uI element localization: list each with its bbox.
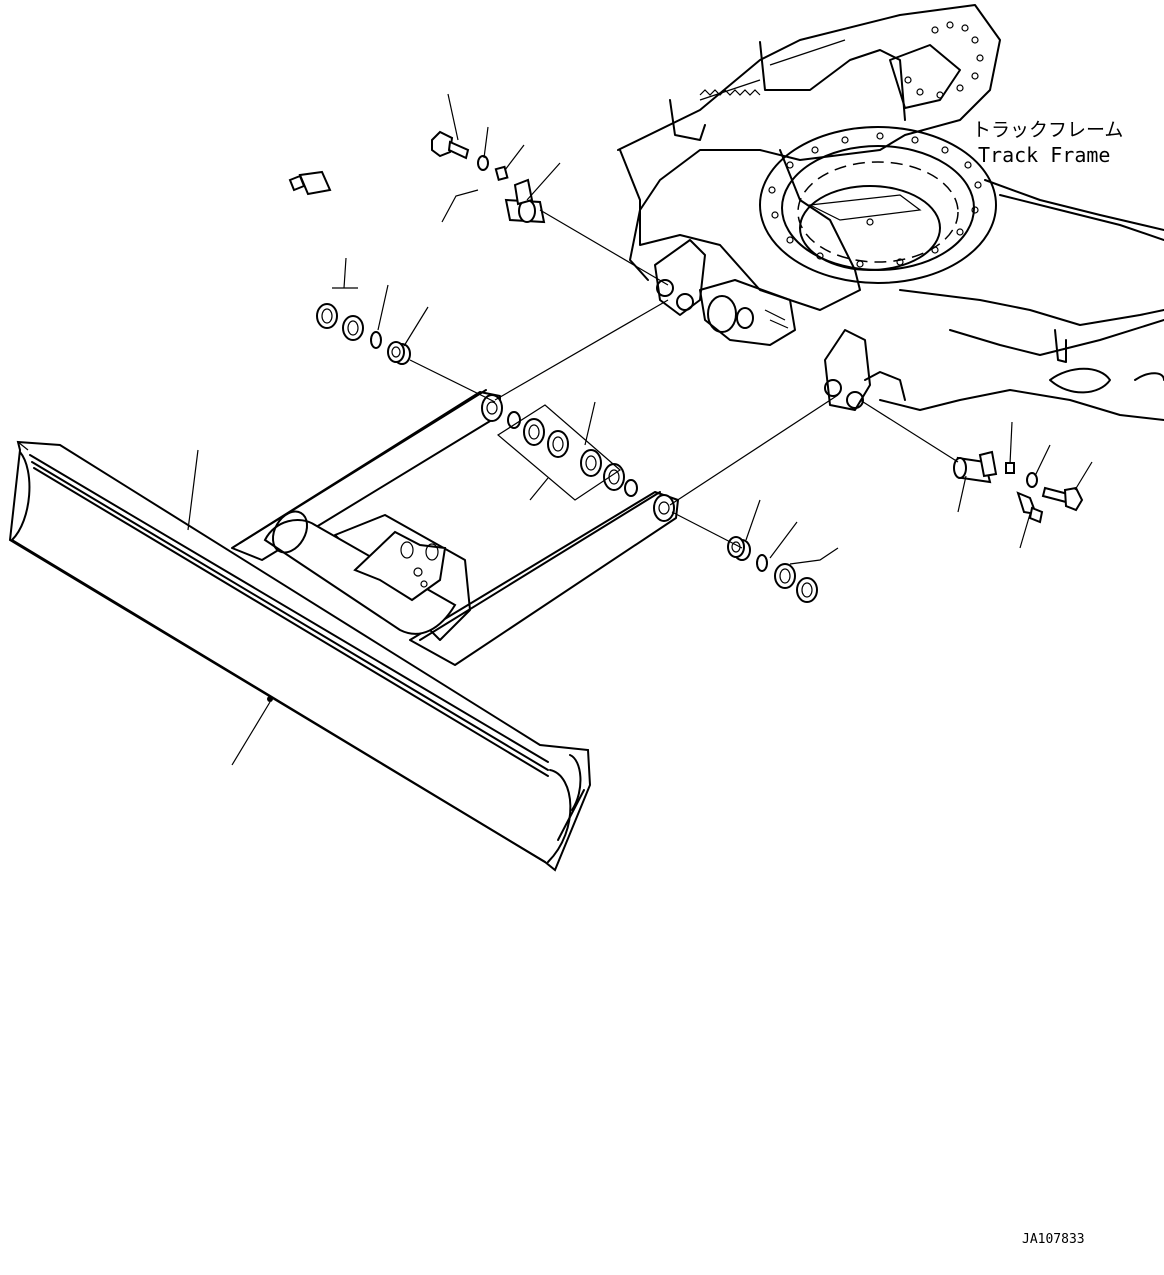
o-ring-icon [507,411,521,429]
washer-icon [477,155,489,171]
shim-icon [316,303,338,329]
shim-icon [580,449,602,477]
shim-icon [774,563,796,589]
washer-icon [1026,472,1038,488]
assembly-lines [409,209,959,549]
shim-icon [547,430,569,458]
bolt-icon [431,130,470,160]
track-frame-label-jp: トラックフレーム [972,119,1123,141]
frame-bolt-holes [904,21,984,99]
leader-lines [187,93,1093,766]
hydraulic-cylinder [263,510,457,635]
shim-icon [342,315,364,341]
pin-icon [953,450,998,484]
nut-icon [1005,462,1015,474]
frame-bracket-right [824,329,906,411]
pin-icon [504,178,546,224]
bushing-icon [387,341,411,365]
right-shims [727,536,818,603]
center-shims [496,404,638,501]
o-ring-icon [624,479,638,497]
o-ring-icon [756,554,768,572]
blade-frame [231,389,679,666]
nut-icon [494,165,509,182]
shim-icon [796,577,818,603]
shim-icon [603,463,625,491]
o-ring-icon [370,331,382,349]
bolt-icon [1041,486,1084,512]
lower-pin-hardware [953,450,1084,524]
track-frame [617,4,1164,421]
drawing-number: JA107833 [1022,1232,1085,1247]
upper-pin-hardware [288,130,546,224]
grease-fitting-icon [288,170,332,196]
cylinder-bracket [353,530,447,602]
bushing-icon [727,536,751,561]
track-frame-label-en: Track Frame [978,143,1110,167]
shim-icon [523,418,545,446]
dozer-blade [8,440,592,872]
left-shims [316,303,411,365]
swing-circle [759,126,997,284]
frame-bracket-left [654,239,796,346]
grease-fitting-icon [1016,491,1044,524]
